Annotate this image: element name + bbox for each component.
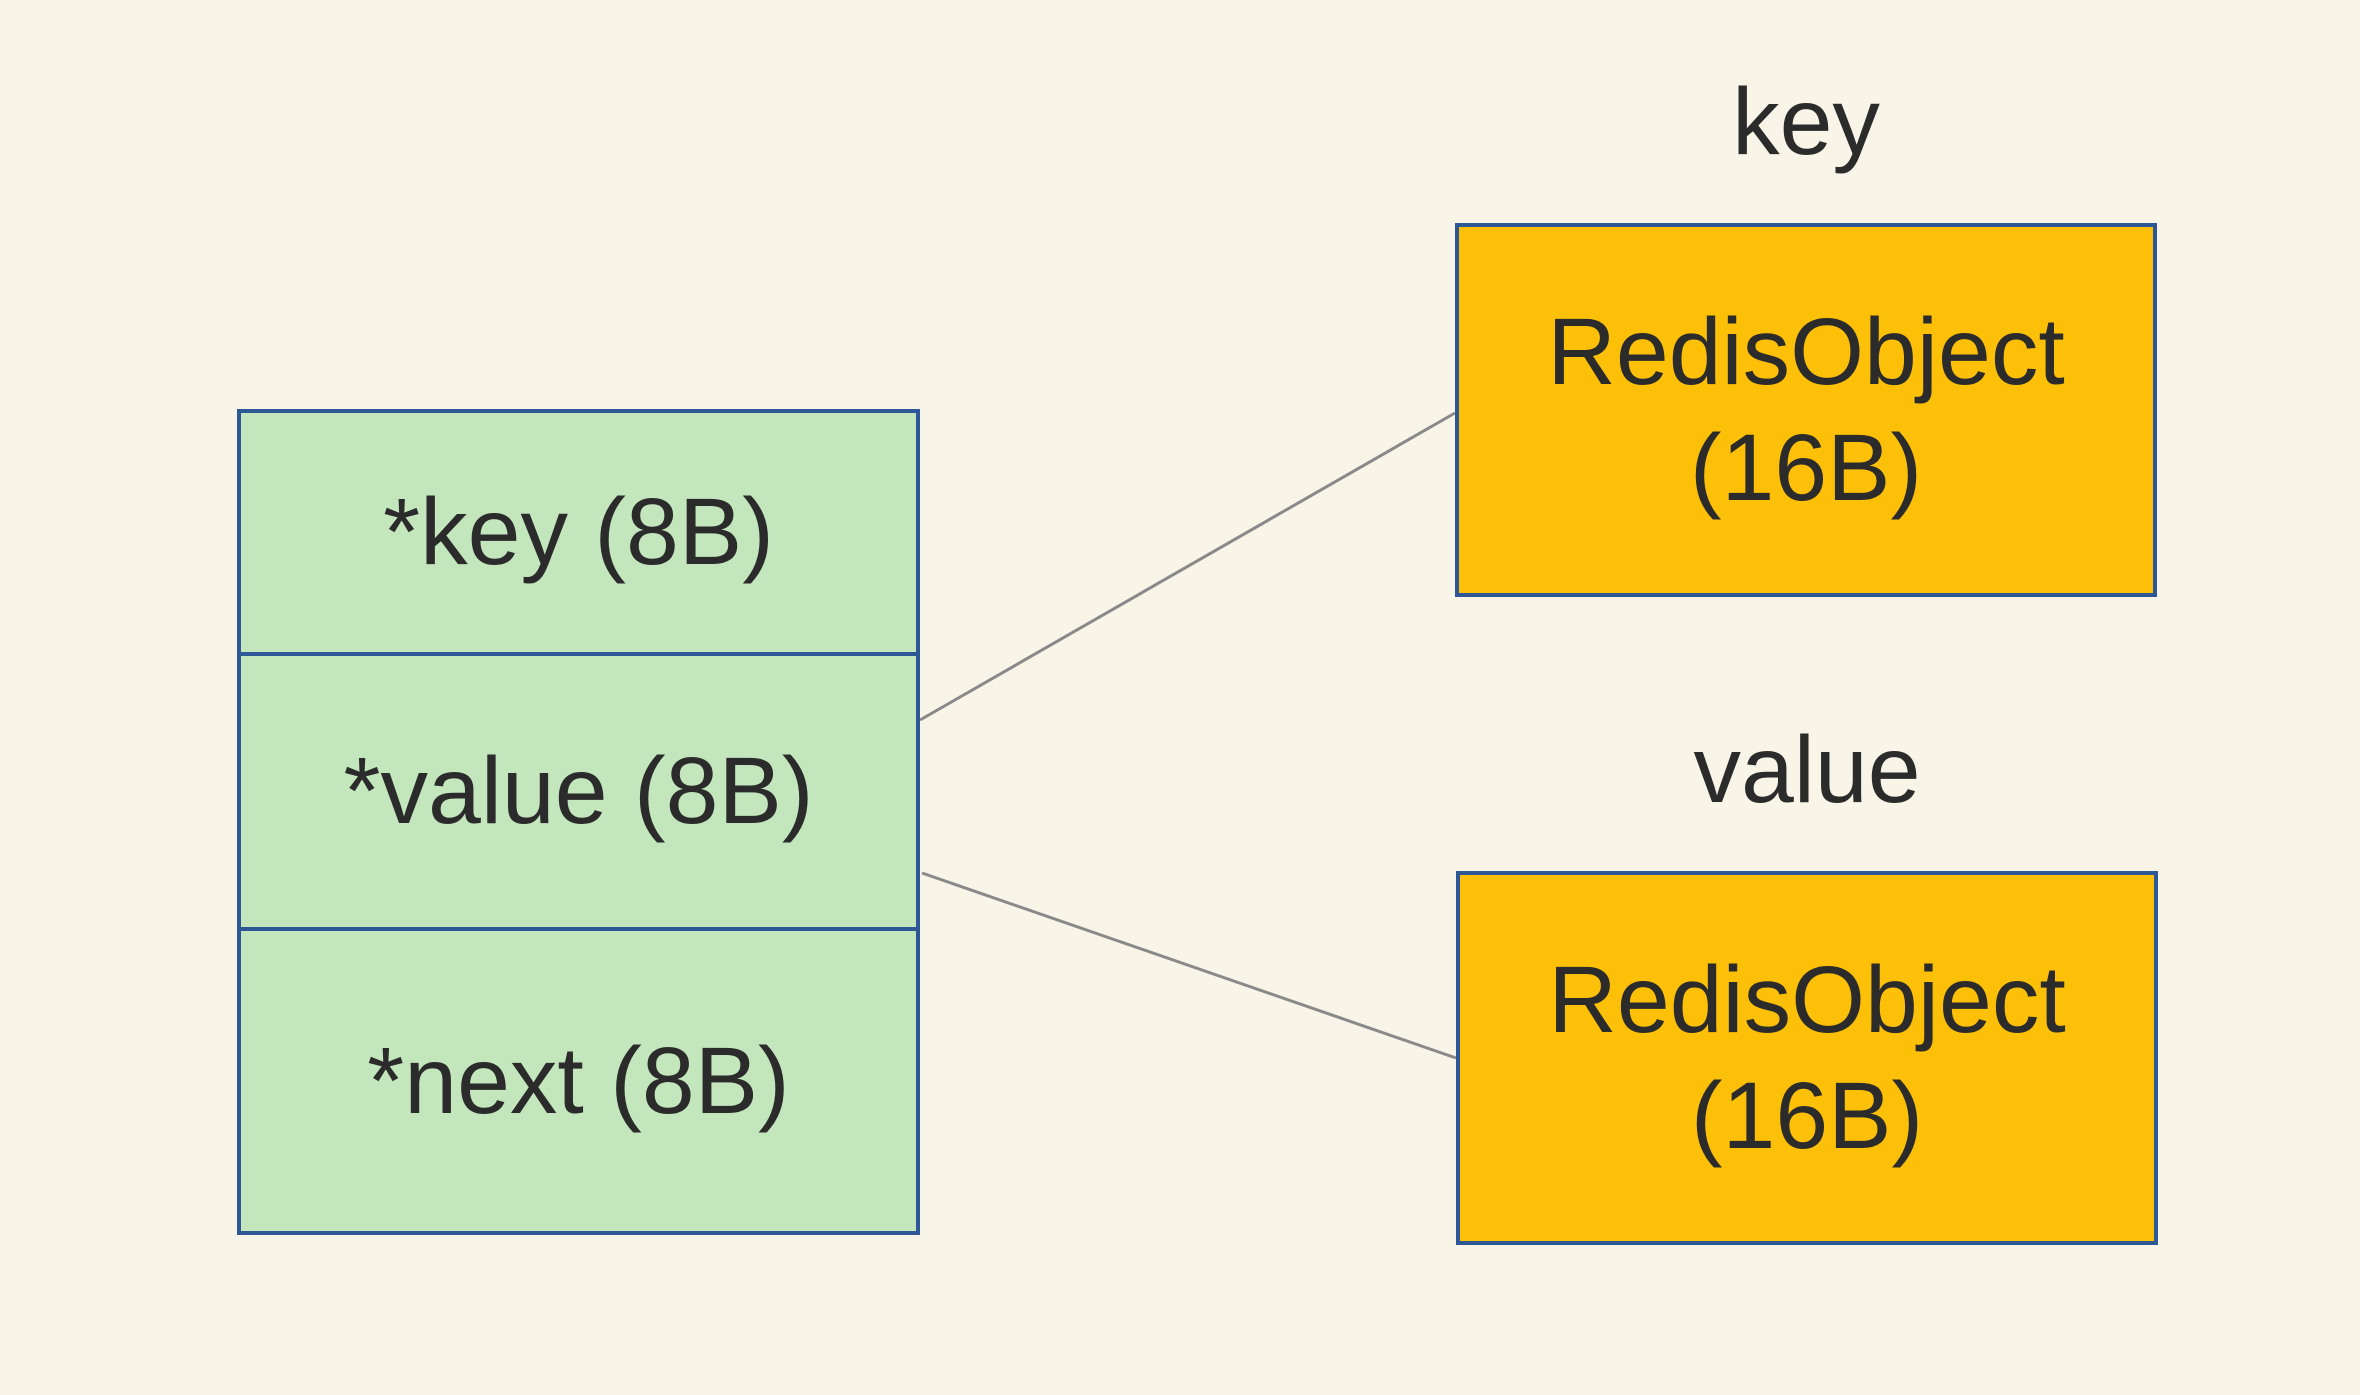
dict-entry-struct-box: *key (8B) *value (8B) *next (8B) [237,409,920,1235]
key-object-size: (16B) [1689,415,1923,521]
value-redis-object-box: RedisObject (16B) [1456,871,2158,1245]
entry-cell-next: *next (8B) [367,1027,790,1134]
value-object-label: value [1693,717,1921,823]
connector-to-value-object [921,871,1457,1060]
key-redis-object-box: RedisObject (16B) [1455,223,2157,597]
entry-cell-value: *value (8B) [241,656,916,931]
entry-cell-key: *key (8B) [241,413,916,656]
connector-to-key-object [919,411,1456,722]
value-object-name: RedisObject [1548,947,2066,1053]
key-object-name: RedisObject [1547,299,2065,405]
value-object-size: (16B) [1690,1063,1924,1169]
key-object-label: key [1732,69,1880,175]
